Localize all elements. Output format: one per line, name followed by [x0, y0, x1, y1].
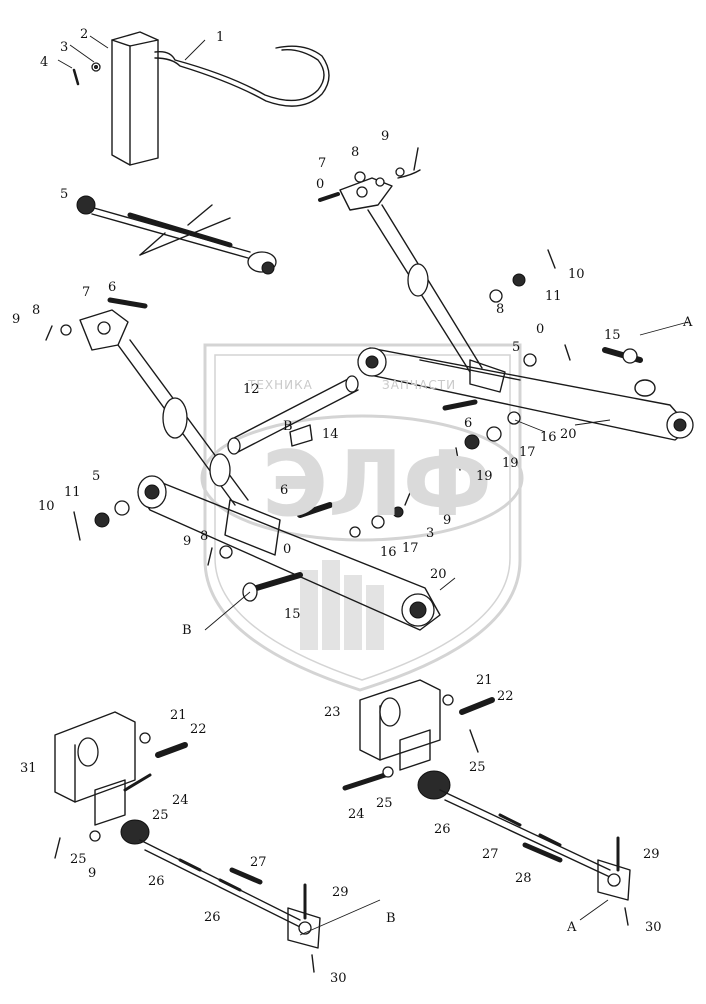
callout-21: 21: [476, 673, 493, 688]
callout-27: 27: [482, 847, 499, 862]
callout-5: 5: [60, 187, 69, 202]
callout-8: 8: [200, 529, 209, 544]
callout-29: 29: [332, 885, 349, 900]
callout-15: 15: [284, 607, 301, 622]
callout-7: 7: [318, 156, 327, 171]
callout-28: 28: [515, 871, 532, 886]
callout-A: A: [567, 920, 577, 935]
callout-5: 5: [512, 340, 521, 355]
callout-27: 27: [250, 855, 267, 870]
callout-6: 6: [464, 416, 473, 431]
callout-9: 9: [88, 866, 97, 881]
callout-9: 9: [183, 534, 192, 549]
callout-17: 17: [402, 541, 419, 556]
callout-14: 14: [322, 427, 339, 442]
callout-4: 4: [40, 55, 49, 70]
callout-19: 19: [502, 456, 519, 471]
callout-15: 15: [604, 328, 621, 343]
callout-B: B: [386, 911, 396, 926]
callout-B: B: [283, 419, 293, 434]
callout-6: 6: [280, 483, 289, 498]
callout-22: 22: [190, 722, 207, 737]
callout-8: 8: [496, 302, 505, 317]
callout-11: 11: [64, 485, 81, 500]
part-left-link: [79, 309, 249, 506]
callout-12: 12: [243, 382, 260, 397]
part-bracket-right: [342, 679, 631, 926]
part-bracket-left: [54, 711, 381, 973]
callout-2: 2: [80, 27, 89, 42]
part-shaft-12: [227, 375, 359, 455]
callout-3: 3: [426, 526, 435, 541]
callout-10: 10: [568, 267, 585, 282]
part-bracket-top: [57, 31, 330, 166]
callout-3: 3: [60, 40, 69, 55]
part-right-upright-link: [318, 169, 483, 373]
callout-16: 16: [540, 430, 557, 445]
callout-25: 25: [70, 852, 87, 867]
callout-24: 24: [348, 807, 365, 822]
callout-26: 26: [204, 910, 221, 925]
callout-1: 1: [216, 30, 225, 45]
callout-10: 10: [38, 499, 55, 514]
callout-19: 19: [476, 469, 493, 484]
callout-0: 0: [316, 177, 325, 192]
callout-20: 20: [430, 567, 447, 582]
callout-0: 0: [283, 542, 292, 557]
callout-29: 29: [643, 847, 660, 862]
callout-22: 22: [497, 689, 514, 704]
callout-31: 31: [20, 761, 37, 776]
part-turnbuckle-5: [76, 195, 277, 275]
callout-24: 24: [172, 793, 189, 808]
callout-20: 20: [560, 427, 577, 442]
callout-0: 0: [536, 322, 545, 337]
callout-16: 16: [380, 545, 397, 560]
callout-A: A: [683, 315, 693, 330]
part-cotter-pins: [45, 147, 571, 566]
leader-lines: [204, 321, 689, 631]
callout-25: 25: [376, 796, 393, 811]
callout-26: 26: [148, 874, 165, 889]
callout-9: 9: [443, 513, 452, 528]
callout-6: 6: [108, 280, 117, 295]
callout-B: B: [182, 623, 192, 638]
callout-9: 9: [381, 129, 390, 144]
watermark-logo: ЭЛФ: [262, 432, 493, 537]
callout-17: 17: [519, 445, 536, 460]
watermark-text-left: ТЕХНИКА: [248, 378, 313, 392]
callout-30: 30: [330, 971, 347, 986]
part-washers: [60, 167, 537, 559]
callout-8: 8: [32, 303, 41, 318]
callout-25: 25: [152, 808, 169, 823]
watermark-text-right: ЗАПЧАСТИ: [382, 378, 457, 392]
callout-9: 9: [12, 312, 21, 327]
callout-8: 8: [351, 145, 360, 160]
callout-11: 11: [545, 289, 562, 304]
watermark-shield: [200, 343, 524, 692]
callout-23: 23: [324, 705, 341, 720]
callout-26: 26: [434, 822, 451, 837]
callout-30: 30: [645, 920, 662, 935]
callout-25: 25: [469, 760, 486, 775]
callout-7: 7: [82, 285, 91, 300]
callout-5: 5: [92, 469, 101, 484]
callout-21: 21: [170, 708, 187, 723]
part-lower-link-20-upper: [357, 347, 694, 441]
part-lower-link-20-lower: [137, 475, 441, 631]
